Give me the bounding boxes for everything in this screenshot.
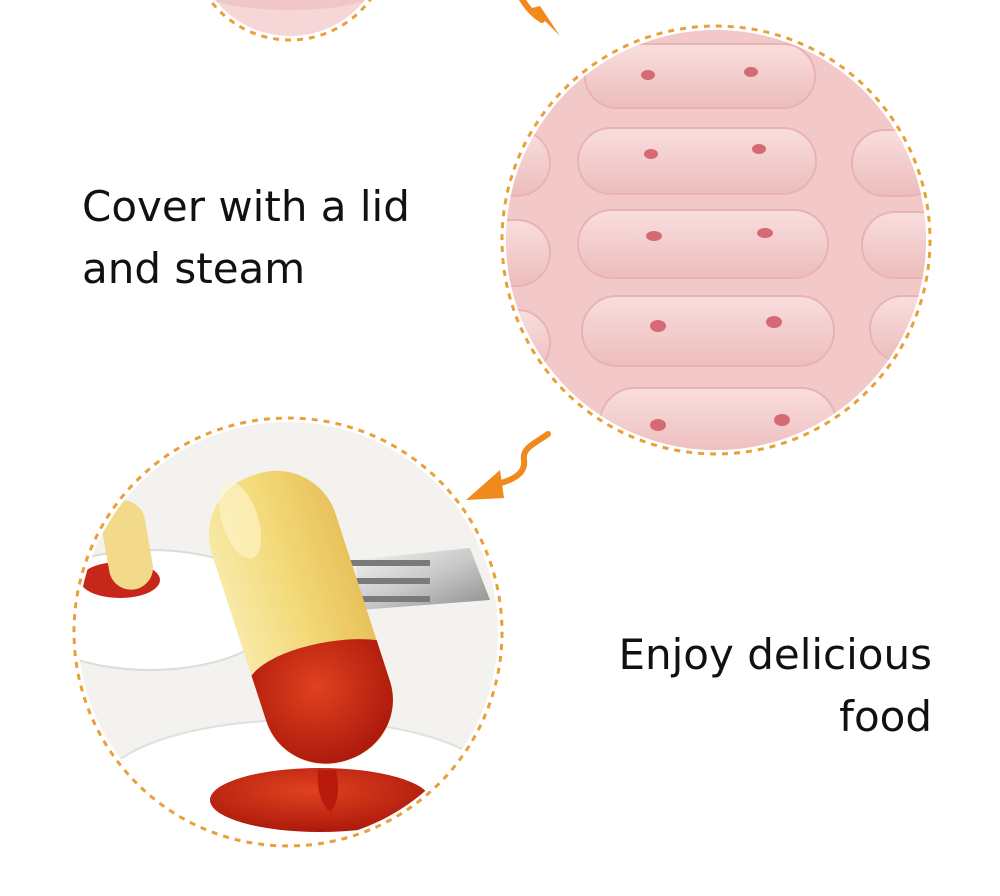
curved-arrow-icon bbox=[466, 431, 551, 500]
step-caption-line: and steam bbox=[82, 244, 306, 293]
step-caption-enjoy: Enjoy delicious food bbox=[512, 624, 932, 748]
previous-step-circle bbox=[200, 0, 380, 42]
mold-groove-rows bbox=[506, 43, 926, 450]
sausage-with-ketchup-circle bbox=[72, 416, 504, 848]
step-caption-steam: Cover with a lid and steam bbox=[82, 176, 502, 300]
step-caption-line: Cover with a lid bbox=[82, 182, 410, 231]
curved-arrow-icon bbox=[518, 0, 560, 36]
step-caption-line: food bbox=[839, 692, 932, 741]
step-caption-line: Enjoy delicious bbox=[618, 630, 932, 679]
mold-vent-holes bbox=[641, 67, 790, 431]
silicone-mold-circle bbox=[500, 24, 932, 456]
